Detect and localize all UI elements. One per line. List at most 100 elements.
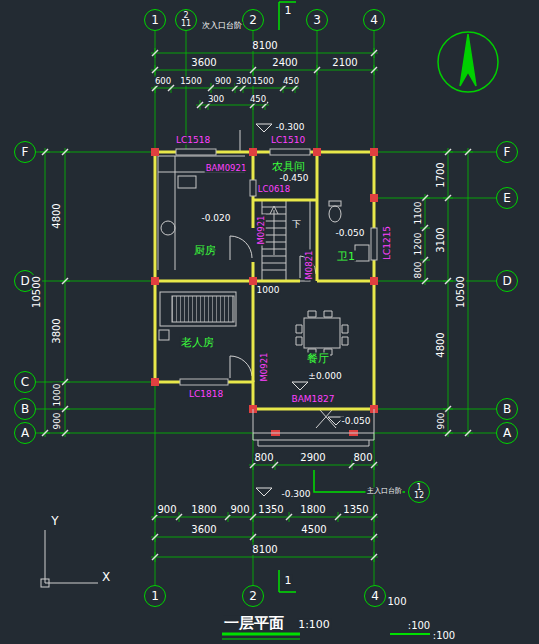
drawing-stroke xyxy=(230,236,252,260)
drawing-text: 1350 xyxy=(257,505,284,515)
drawing-stroke xyxy=(262,200,286,281)
dimension-stroke xyxy=(422,278,428,284)
drawing-text: 900 xyxy=(156,505,177,515)
drawing-stroke xyxy=(279,2,296,30)
dimension-stroke xyxy=(371,554,377,560)
drawing-stroke xyxy=(158,156,245,270)
drawing-stroke xyxy=(256,124,272,132)
drawing-text: 1800 xyxy=(190,505,217,515)
north-arrow xyxy=(438,32,498,92)
drawing-text: 2900 xyxy=(299,453,326,463)
drawing-text: 4800 xyxy=(52,202,62,229)
drawing-stroke xyxy=(36,152,253,433)
dimension-stroke xyxy=(197,102,203,108)
drawing-text: 300 xyxy=(207,95,225,104)
drawing-text: ±0.000 xyxy=(307,372,342,381)
room-name: 厨房 xyxy=(193,245,217,256)
room-name: 餐厅 xyxy=(306,353,330,364)
axis-number: E xyxy=(503,192,511,204)
drawing-text: -0.300 xyxy=(274,123,305,132)
dimension-stroke xyxy=(168,85,174,91)
drawing-text: 主入口台阶 xyxy=(366,488,403,495)
drawing-text: 1 xyxy=(284,575,293,586)
dimension-stroke xyxy=(250,534,256,540)
drawing-text: 10500 xyxy=(456,275,466,309)
axis-number: 1 xyxy=(416,484,421,492)
axis-number: 4 xyxy=(371,590,379,602)
drawing-text: 4500 xyxy=(300,525,327,535)
dimension-stroke xyxy=(62,406,68,412)
dimension-stroke xyxy=(232,85,238,91)
dimension-stroke xyxy=(445,430,451,436)
drawing-text: 1000 xyxy=(53,383,62,408)
dimension-stroke xyxy=(62,149,68,155)
dimension-stroke xyxy=(151,557,378,558)
drawing-text: :100 xyxy=(407,621,431,631)
dimension-stroke xyxy=(151,537,378,538)
drawing-text: 900 xyxy=(229,505,250,515)
drawing-stroke xyxy=(438,32,498,92)
axis-bubble: 4 xyxy=(364,585,386,607)
axis-bubble: A xyxy=(14,422,36,444)
dimension-stroke xyxy=(62,379,68,385)
drawing-text: X xyxy=(101,571,111,583)
axis-number: B xyxy=(21,403,29,415)
drawing-stroke xyxy=(270,149,310,155)
section-marks xyxy=(279,2,405,592)
drawing-text: 800 xyxy=(414,260,423,279)
drawing-stroke xyxy=(161,221,175,235)
dimension-stroke xyxy=(371,50,377,56)
axis-lines xyxy=(36,31,496,585)
drawing-text: M0821 xyxy=(305,250,314,281)
axis-bubble: 4 xyxy=(363,9,385,31)
dimension-stroke xyxy=(286,514,292,520)
drawing-stroke xyxy=(329,201,341,206)
dimension-stroke xyxy=(151,517,378,518)
axis-bubble: 2 xyxy=(242,585,264,607)
axis-number: F xyxy=(504,146,511,158)
drawing-stroke xyxy=(370,148,378,156)
dimension-stroke xyxy=(465,430,471,436)
axis-bubble: B xyxy=(496,398,518,420)
axis-bubble: A xyxy=(496,422,518,444)
dimension-stroke xyxy=(445,195,451,201)
dimension-stroke xyxy=(42,430,48,436)
drawing-text: 8100 xyxy=(251,41,278,51)
dimension-stroke xyxy=(448,148,449,437)
title-underline xyxy=(222,634,430,639)
axis-number: C xyxy=(21,376,29,388)
dimension-stroke xyxy=(249,465,378,466)
drawing-stroke xyxy=(240,130,241,152)
drawing-text: -0.050 xyxy=(340,417,371,426)
drawing-text: 900 xyxy=(53,411,62,430)
dimension-stroke xyxy=(422,257,428,263)
drawing-text: 100 xyxy=(386,597,407,607)
drawing-stroke xyxy=(180,379,228,385)
drawing-text: 1500 xyxy=(179,77,203,86)
drawing-stroke xyxy=(155,382,374,585)
dimension-stroke xyxy=(151,88,299,89)
drawing-text: 下 xyxy=(291,220,302,229)
drawing-text: 600 xyxy=(154,77,172,86)
dimension-stroke xyxy=(152,50,158,56)
columns xyxy=(151,148,378,436)
room-area: 老人房 xyxy=(155,281,253,382)
drawing-text: LC1510 xyxy=(270,136,306,145)
drawing-text: 1:100 xyxy=(297,619,331,630)
axis-bubble: F xyxy=(14,141,36,163)
dimension-stroke xyxy=(151,53,378,54)
drawing-stroke xyxy=(178,176,196,188)
drawing-text: 3800 xyxy=(52,317,62,344)
drawing-stroke xyxy=(151,277,159,285)
drawing-text: 次入口台阶 xyxy=(201,22,243,30)
drawing-text: LC1518 xyxy=(175,136,211,145)
porch xyxy=(253,409,374,446)
dimension-stroke xyxy=(250,514,256,520)
drawing-stroke xyxy=(41,579,49,587)
drawing-text: 1500 xyxy=(251,77,275,86)
dimension-stroke xyxy=(45,148,46,437)
dimension-stroke xyxy=(292,85,298,91)
dimension-stroke xyxy=(62,430,68,436)
axis-bubble: D xyxy=(496,270,518,292)
axis-bubble: 112 xyxy=(408,481,430,503)
